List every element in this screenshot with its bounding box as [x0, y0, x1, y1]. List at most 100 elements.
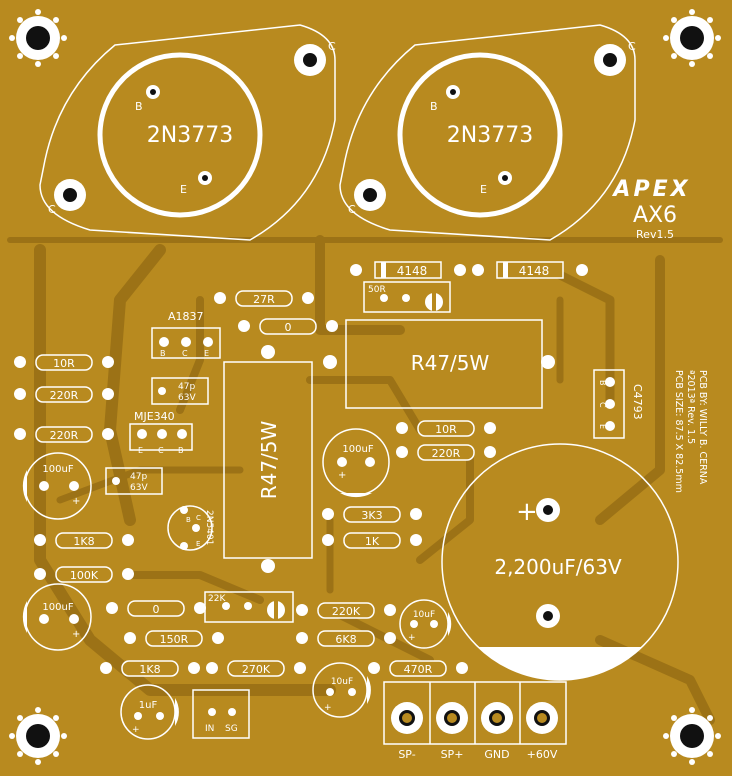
resistor-6k8-label: 6K8: [335, 633, 356, 646]
resistor-220k: 220K: [296, 602, 396, 619]
transistor-a1837: A1837 B C E: [151, 310, 221, 359]
input-header: IN SG: [192, 689, 250, 739]
brand-block: APEX AX6 Rev1.5: [611, 177, 690, 241]
resistor-220r-b: 220R: [14, 426, 114, 443]
capacitor-10uf-a-plus: +: [408, 633, 416, 643]
transistor-mje340-label: MJE340: [134, 410, 175, 423]
capacitor-10uf-b-plus: +: [324, 703, 332, 713]
capacitor-1uf-label: 1uF: [139, 700, 158, 711]
resistor-10r: 10R: [14, 354, 114, 371]
revision-label: Rev1.5: [636, 228, 674, 241]
capacitor-10uf-b: 10uF +: [312, 662, 371, 718]
capacitor-10uf-b-label: 10uF: [331, 677, 353, 687]
capacitor-2200uf-plus: +: [516, 497, 538, 527]
transistor-c4793-pin-3: E: [598, 424, 607, 429]
transistor-q-right-pin-b: B: [430, 100, 438, 113]
terminal-plus-60v-label: +60V: [527, 748, 558, 761]
resistor-1k: 1K: [322, 532, 422, 549]
mounting-hole-bottom-left: [9, 707, 67, 765]
resistor-100k-label: 100K: [70, 569, 99, 582]
transistor-c4793-pin-1: B: [598, 380, 607, 386]
mounting-hole-top-left: [9, 9, 67, 67]
transistor-q-right-pin-c-right: C: [628, 40, 636, 53]
capacitor-100uf-a: 100uF +: [22, 452, 92, 520]
capacitor-2200uf: + 2,200uF/63V: [441, 443, 679, 681]
model-label: AX6: [633, 203, 677, 228]
input-header-in: IN: [205, 724, 214, 734]
resistor-1k-label: 1K: [365, 535, 380, 548]
transistor-2n5401-pin-b: B: [186, 516, 191, 524]
resistor-3k3-label: 3K3: [361, 509, 382, 522]
terminal-sp-plus-label: SP+: [441, 748, 464, 761]
terminal-plus-60v: +60V: [526, 702, 558, 761]
capacitor-47p-b-voltage: 63V: [130, 483, 148, 493]
capacitor-100uf-c-label: 100uF: [342, 444, 373, 455]
resistor-150r: 150R: [124, 630, 224, 647]
transistor-2n5401-pin-e: E: [196, 540, 200, 548]
capacitor-100uf-a-plus: +: [72, 496, 80, 507]
trimmer-50r: 50R: [363, 281, 451, 313]
capacitor-100uf-a-label: 100uF: [42, 464, 73, 475]
resistor-270k: 270K: [206, 660, 306, 677]
trimmer-22k-label: 22K: [208, 594, 226, 604]
capacitor-2200uf-label: 2,200uF/63V: [494, 555, 622, 579]
terminal-gnd-label: GND: [484, 748, 509, 761]
transistor-a1837-label: A1837: [168, 310, 204, 323]
capacitor-10uf-a: 10uF +: [399, 599, 452, 649]
resistor-220r-a-label: 220R: [50, 389, 79, 402]
resistor-1k8-a: 1K8: [34, 532, 134, 549]
capacitor-1uf: 1uF +: [120, 684, 179, 740]
power-resistor-vertical: R47/5W: [223, 345, 313, 573]
trimmer-50r-label: 50R: [368, 285, 386, 295]
resistor-10r-b: 10R: [396, 420, 496, 437]
resistor-220r-b-label: 220R: [50, 429, 79, 442]
transistor-mje340-pin-1: E: [138, 446, 143, 455]
resistor-0a-label: 0: [285, 321, 292, 334]
brand-logo: APEX: [611, 177, 690, 202]
transistor-a1837-pin-3: E: [204, 349, 209, 358]
transistor-mje340-pin-2: C: [158, 446, 164, 455]
resistor-220r-c-label: 220R: [432, 447, 461, 460]
capacitor-47p-a-voltage: 63V: [178, 393, 196, 403]
terminal-gnd: GND: [481, 702, 513, 761]
resistor-220r-c: 220R: [396, 444, 496, 461]
diode-d1: 4148: [350, 261, 466, 279]
power-resistor-vertical-label: R47/5W: [257, 420, 281, 499]
capacitor-47p-b: 47p 63V: [105, 467, 163, 495]
capacitor-100uf-c-plus: +: [338, 470, 346, 481]
resistor-10r-label: 10R: [53, 357, 75, 370]
credits-line-2: ª2013ª Rev. 1.5: [685, 370, 696, 444]
transistor-a1837-pin-2: C: [182, 349, 188, 358]
transistor-q-right-pin-c-left: C: [348, 203, 356, 216]
power-resistor-horizontal-label: R47/5W: [411, 351, 490, 375]
input-header-sg: SG: [225, 724, 238, 734]
resistor-1k8-a-label: 1K8: [73, 535, 94, 548]
transistor-q-right: 2N3773 B E C C: [339, 24, 636, 241]
terminal-sp-minus-label: SP-: [398, 748, 415, 761]
resistor-100k: 100K: [34, 566, 134, 583]
transistor-q-left-part: 2N3773: [147, 123, 233, 148]
transistor-c4793-pin-2: C: [598, 402, 607, 408]
transistor-q-right-part: 2N3773: [447, 123, 533, 148]
resistor-0a: 0: [238, 318, 338, 335]
transistor-q-left: 2N3773 B E C C: [39, 24, 336, 241]
capacitor-100uf-b-plus: +: [72, 629, 80, 640]
power-resistor-horizontal: R47/5W: [323, 319, 555, 409]
transistor-c4793: B C E C4793: [593, 369, 644, 439]
resistor-150r-label: 150R: [160, 633, 189, 646]
capacitor-47p-b-value: 47p: [130, 472, 147, 482]
terminal-block: SP- SP+ GND +60V: [383, 681, 567, 761]
resistor-470r: 470R: [368, 660, 468, 677]
transistor-q-left-pin-c-right: C: [328, 40, 336, 53]
capacitor-100uf-b-label: 100uF: [42, 602, 73, 613]
resistor-27r: 27R: [214, 290, 314, 307]
resistor-1k8-b-label: 1K8: [139, 663, 160, 676]
resistor-270k-label: 270K: [242, 663, 271, 676]
transistor-mje340: MJE340 E C B: [129, 410, 193, 455]
capacitor-100uf-b: 100uF +: [22, 583, 92, 651]
resistor-3k3: 3K3: [322, 506, 422, 523]
credits-line-1: PCB BY: WILLY B. CERNA: [697, 370, 708, 485]
resistor-220k-label: 220K: [332, 605, 361, 618]
capacitor-100uf-c: 100uF +: [322, 428, 390, 498]
